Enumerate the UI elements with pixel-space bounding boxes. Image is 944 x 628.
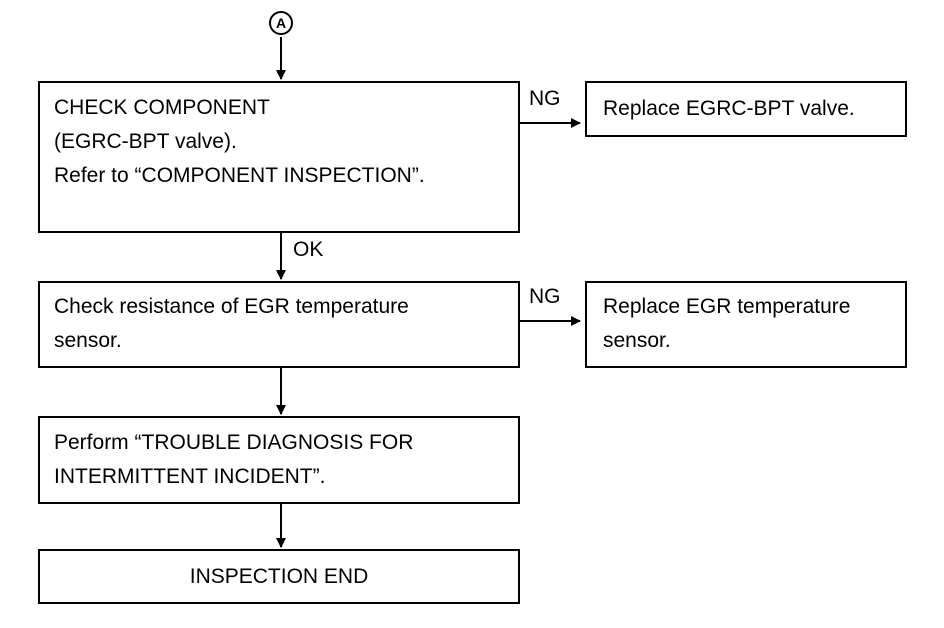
check-resistance-box: Check resistance of EGR temperature sens… [38,281,520,368]
check-resistance-line-2: sensor. [54,329,122,352]
check-component-line-3: Refer to “COMPONENT INSPECTION”. [54,164,425,187]
check-component-line-1: CHECK COMPONENT [54,96,270,119]
trouble-diagnosis-line-1: Perform “TROUBLE DIAGNOSIS FOR [54,431,414,454]
replace-egrc-box: Replace EGRC-BPT valve. [585,81,907,137]
check-component-box: CHECK COMPONENT (EGRC-BPT valve). Refer … [38,81,520,233]
ng-label-2: NG [529,285,561,308]
replace-sensor-line-2: sensor. [603,329,671,352]
check-component-line-2: (EGRC-BPT valve). [54,130,237,153]
inspection-end-label: INSPECTION END [189,565,369,588]
replace-egrc-line-1: Replace EGRC-BPT valve. [603,97,855,120]
check-resistance-line-1: Check resistance of EGR temperature [54,295,409,318]
connector-a-circle: A [268,10,294,36]
trouble-diagnosis-line-2: INTERMITTENT INCIDENT”. [54,465,326,488]
trouble-diagnosis-box: Perform “TROUBLE DIAGNOSIS FOR INTERMITT… [38,416,520,504]
connector-a-label: A [275,15,287,31]
ng-label-1: NG [529,87,561,110]
inspection-end-box: INSPECTION END [38,549,520,604]
replace-sensor-box: Replace EGR temperature sensor. [585,281,907,368]
replace-sensor-line-1: Replace EGR temperature [603,295,851,318]
ok-label: OK [293,238,324,261]
